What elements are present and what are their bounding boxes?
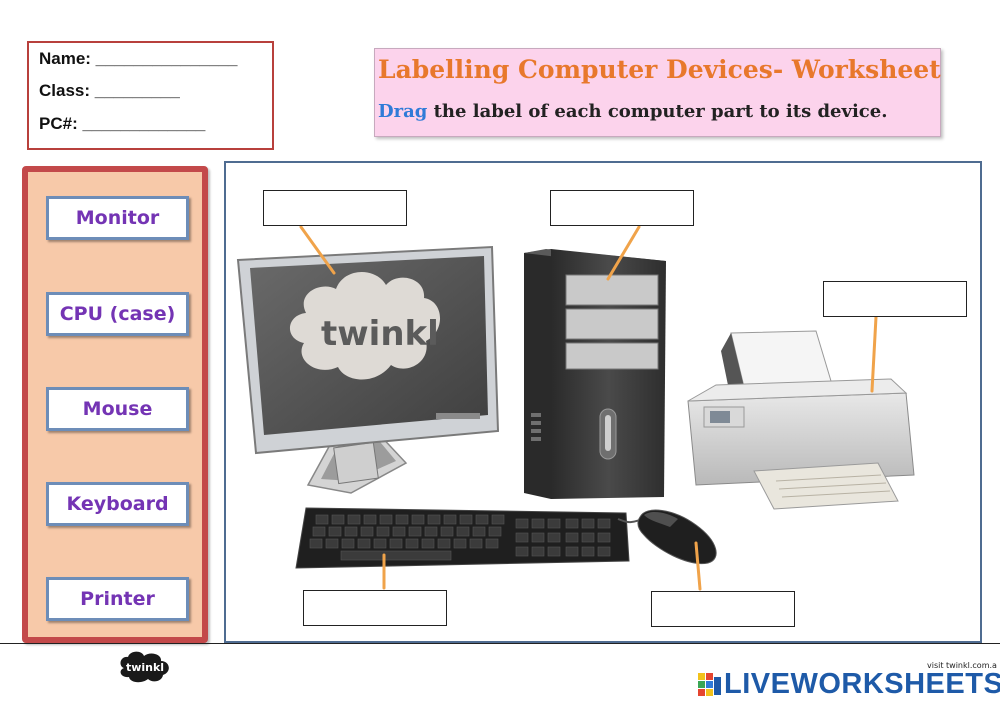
monitor-device: twinkl bbox=[236, 245, 500, 494]
drop-box-mouse[interactable] bbox=[651, 591, 795, 627]
footer-divider bbox=[0, 643, 1000, 644]
class-field: Class: _________ bbox=[39, 81, 180, 100]
visit-link-text: visit twinkl.com.a bbox=[927, 661, 997, 670]
label-mouse[interactable]: Mouse bbox=[46, 387, 189, 431]
mouse-device bbox=[617, 509, 717, 565]
twinkl-logo-icon: twinkl bbox=[120, 651, 169, 683]
drop-box-cpu-case[interactable] bbox=[550, 190, 694, 226]
monitor-logo-text: twinkl bbox=[321, 314, 439, 354]
label-cpu-case[interactable]: CPU (case) bbox=[46, 292, 189, 336]
instructions-text: the label of each computer part to its d… bbox=[427, 101, 888, 122]
keyboard-device bbox=[295, 507, 630, 569]
label-monitor[interactable]: Monitor bbox=[46, 196, 189, 240]
instructions-accent: Drag bbox=[378, 101, 428, 122]
name-field: Name: _______________ bbox=[39, 49, 238, 68]
label-panel: Monitor CPU (case) Mouse Keyboard Printe… bbox=[22, 166, 208, 643]
pc-field: PC#: _____________ bbox=[39, 114, 206, 133]
instructions: Drag the label of each computer part to … bbox=[378, 101, 888, 122]
liveworksheets-brand: LIVEWORKSHEETS bbox=[724, 668, 1000, 700]
cpu-case-device bbox=[524, 249, 666, 499]
footer-logo-text: twinkl bbox=[126, 661, 164, 674]
drop-box-monitor[interactable] bbox=[263, 190, 407, 226]
device-area: twinkl bbox=[224, 161, 982, 643]
printer-device bbox=[687, 330, 915, 510]
drop-box-keyboard[interactable] bbox=[303, 590, 447, 626]
label-keyboard[interactable]: Keyboard bbox=[46, 482, 189, 526]
device-illustrations: twinkl bbox=[236, 225, 915, 591]
liveworksheets-badge-icon bbox=[698, 673, 721, 696]
label-printer[interactable]: Printer bbox=[46, 577, 189, 621]
worksheet-title: Labelling Computer Devices- Worksheet bbox=[378, 55, 941, 84]
title-banner: Labelling Computer Devices- Worksheet Dr… bbox=[374, 48, 941, 137]
student-info-box: Name: _______________ Class: _________ P… bbox=[27, 41, 274, 150]
drop-box-printer[interactable] bbox=[823, 281, 967, 317]
pointer-lines bbox=[299, 225, 878, 591]
